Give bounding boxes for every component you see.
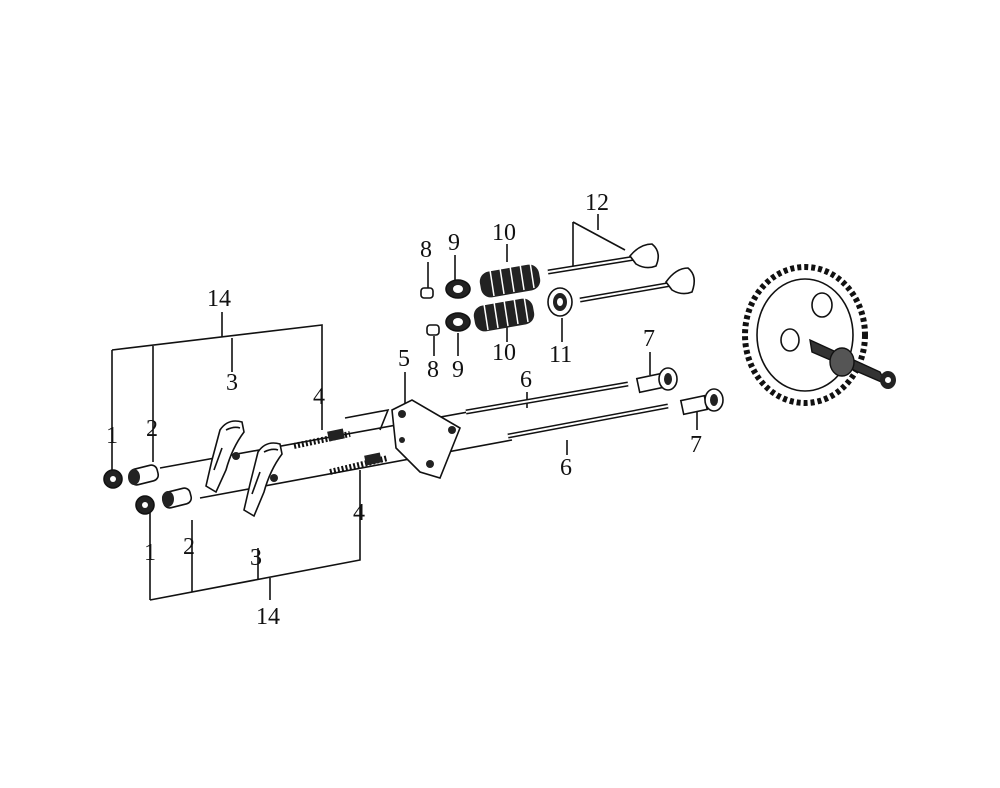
callout-7-top: 7 <box>643 326 655 352</box>
valve-bottom <box>579 267 696 303</box>
rocker-arm-bottom <box>243 442 283 518</box>
retainer-bottom <box>445 312 471 332</box>
stud-bottom <box>329 452 389 475</box>
collet-bottom <box>426 324 440 336</box>
callout-3-bottom: 3 <box>250 545 262 571</box>
guide-plate <box>391 399 461 479</box>
callout-9-bottom: 9 <box>452 357 464 383</box>
callout-1-bottom: 1 <box>144 540 156 566</box>
valve-top <box>547 243 660 275</box>
nut-bottom <box>135 495 155 515</box>
push-rod-top <box>465 381 629 415</box>
stud-top <box>293 428 351 449</box>
callout-2-top: 2 <box>146 416 158 442</box>
tappet-bottom <box>679 388 724 416</box>
rocker-arm-top <box>205 420 245 494</box>
callout-1-top: 1 <box>106 423 118 449</box>
callout-14-bottom: 14 <box>256 604 280 630</box>
valve-spring-top <box>479 261 541 298</box>
valve-spring-bottom <box>473 295 535 332</box>
callout-11: 11 <box>549 342 572 368</box>
pivot-top <box>128 464 160 486</box>
callout-5: 5 <box>398 346 410 372</box>
callout-labels: 14 3 4 1 2 1 2 3 4 14 5 6 6 7 7 8 9 10 1… <box>106 190 702 630</box>
pivot-bottom <box>161 487 193 509</box>
callout-14-top: 14 <box>207 286 231 312</box>
retainer-top <box>445 279 471 299</box>
push-rod-bottom <box>507 403 669 439</box>
callout-3-top: 3 <box>226 370 238 396</box>
callout-8-top: 8 <box>420 237 432 263</box>
callout-10-bottom: 10 <box>492 340 516 366</box>
nut-top <box>103 469 123 489</box>
callout-8-bottom: 8 <box>427 357 439 383</box>
callout-10-top: 10 <box>492 220 516 246</box>
callout-4-bottom: 4 <box>353 500 365 526</box>
camshaft-gear <box>742 264 896 406</box>
stem-seal <box>547 287 573 317</box>
collet-top <box>420 287 434 299</box>
callout-2-bottom: 2 <box>183 534 195 560</box>
tappet-top <box>635 367 678 394</box>
callout-7-bottom: 7 <box>690 432 702 458</box>
callout-9-top: 9 <box>448 230 460 256</box>
callout-6-bottom: 6 <box>560 455 572 481</box>
callout-4-top: 4 <box>313 384 325 410</box>
callout-6-top: 6 <box>520 367 532 393</box>
callout-12: 12 <box>585 190 609 216</box>
